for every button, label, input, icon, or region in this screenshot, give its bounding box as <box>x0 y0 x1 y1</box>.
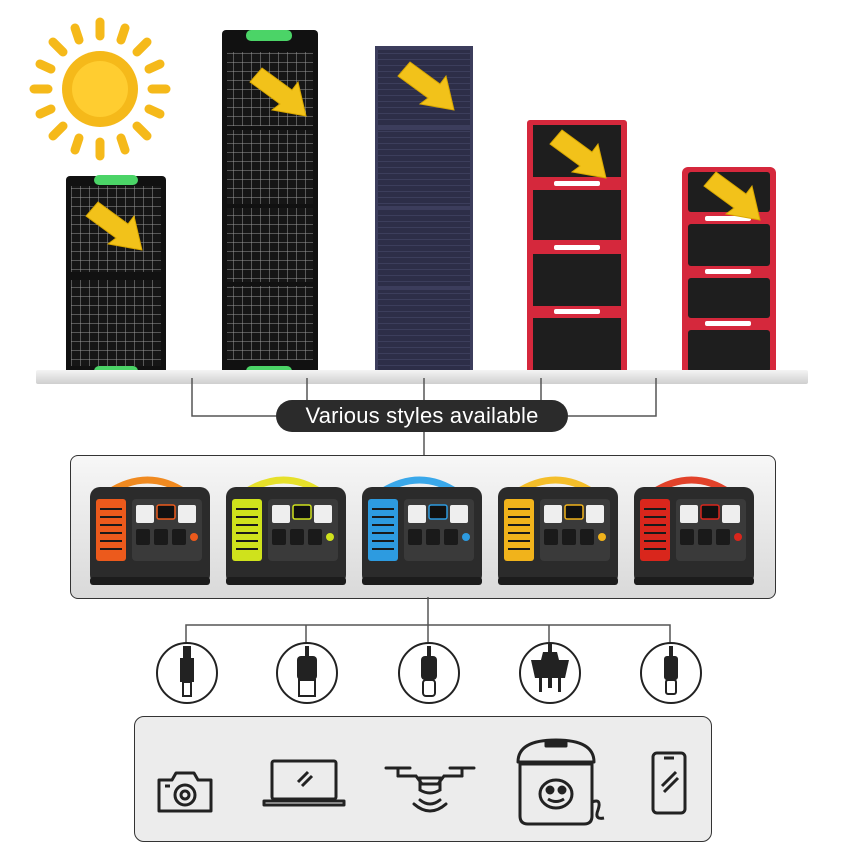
power-station <box>90 476 210 585</box>
dc-barrel-icon <box>180 646 194 697</box>
panel-connection-lines <box>191 378 657 455</box>
micro-usb-connector <box>640 642 702 704</box>
solar-panel-four-fold <box>222 30 318 378</box>
camera-icon <box>157 771 213 813</box>
solar-panel-mini-red <box>682 167 776 377</box>
dc-barrel-connector <box>156 642 218 704</box>
ac-plug-connector <box>519 642 581 704</box>
usb-c-icon <box>421 646 437 697</box>
laptop-icon <box>262 759 346 807</box>
solar-panel-etfe <box>375 46 473 376</box>
styles-caption: Various styles available <box>276 400 568 432</box>
power-stations <box>90 476 754 585</box>
rice-cooker-icon <box>516 738 605 826</box>
power-station <box>634 476 754 585</box>
drone-icon <box>384 766 476 813</box>
ac-plug-icon <box>531 644 569 692</box>
solar-panel-two-fold <box>66 175 166 378</box>
power-station <box>498 476 618 585</box>
solar-panel-red <box>527 120 627 376</box>
power-station <box>226 476 346 585</box>
smartphone-icon <box>651 751 687 815</box>
connector-tree <box>185 597 671 643</box>
usb-a-connector <box>276 642 338 704</box>
display-shelf <box>36 370 808 384</box>
usb-a-icon <box>297 646 317 697</box>
power-station <box>362 476 482 585</box>
solar-panels <box>66 30 776 378</box>
sun-icon <box>29 17 171 161</box>
usb-c-connector <box>398 642 460 704</box>
micro-usb-icon <box>664 646 678 695</box>
